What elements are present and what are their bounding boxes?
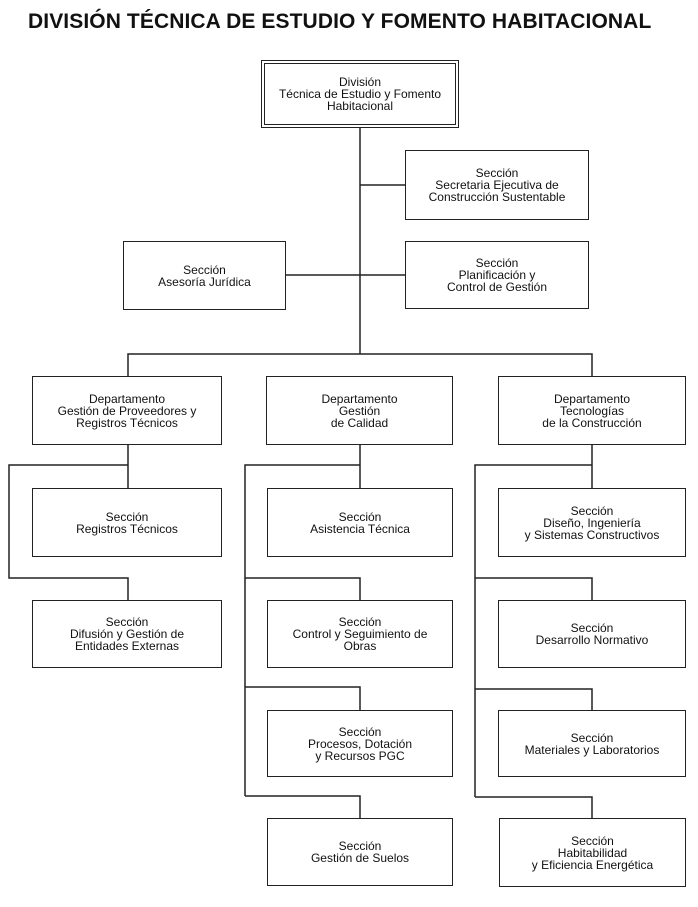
node-line: Planificación y — [458, 268, 536, 282]
node-line: Diseño, Ingeniería — [543, 515, 641, 530]
node-line: Procesos, Dotación — [307, 736, 413, 751]
connector-materiales — [475, 688, 593, 710]
node-dept-proveedores: Departamento Gestión de Proveedores y Re… — [32, 376, 222, 445]
node-line: Técnica de Estudio y Fomento — [278, 87, 442, 101]
node-normativo: Sección Desarrollo Normativo — [498, 600, 686, 668]
node-line: División — [338, 75, 381, 89]
node-line: Sección — [338, 839, 382, 853]
node-line: Departamento — [553, 391, 631, 406]
node-line: Difusión y Gestión de — [69, 627, 185, 641]
node-line: Sección — [105, 615, 149, 629]
node-line: Desarrollo Normativo — [535, 633, 649, 647]
node-habitabilidad: Sección Habitabilidad y Eficiencia Energ… — [499, 818, 686, 887]
node-line: y Recursos PGC — [315, 748, 405, 763]
connector-habitabilidad — [475, 796, 593, 818]
connector-control-obras — [245, 577, 361, 600]
node-line: Obras — [343, 639, 377, 653]
node-line: Materiales y Laboratorios — [524, 742, 660, 757]
node-line: Secretaria Ejecutiva de — [435, 178, 559, 192]
node-line: Control de Gestión — [446, 280, 548, 294]
node-line: Sección — [338, 509, 382, 524]
node-line: de Calidad — [330, 415, 389, 430]
connector-suelos — [245, 795, 361, 818]
chart-title: DIVISIÓN TÉCNICA DE ESTUDIO Y FOMENTO HA… — [28, 10, 652, 33]
node-diseno: Sección Diseño, Ingeniería y Sistemas Co… — [498, 488, 686, 557]
node-suelos: Sección Gestión de Suelos — [267, 818, 453, 886]
connector-procesos — [245, 686, 361, 710]
node-line: Departamento — [321, 391, 398, 406]
node-line: y Eficiencia Energética — [531, 857, 654, 872]
node-difusion: Sección Difusión y Gestión de Entidades … — [32, 600, 222, 668]
node-line: Sección — [183, 262, 226, 277]
node-line: de la Construcción — [542, 415, 642, 430]
node-dept-calidad: Departamento Gestión de Calidad — [266, 376, 453, 445]
node-line: Construcción Sustentable — [428, 190, 566, 204]
node-control-obras: Sección Control y Seguimiento de Obras — [267, 600, 453, 668]
node-line: Sección — [571, 833, 614, 848]
node-procesos: Sección Procesos, Dotación y Recursos PG… — [267, 710, 453, 777]
connector-dept-bus — [127, 353, 593, 376]
node-dept-tecnologias: Departamento Tecnologías de la Construcc… — [498, 376, 686, 445]
node-line: Control y Seguimiento de — [292, 627, 428, 641]
node-line: Sección — [475, 166, 519, 180]
node-line: Sección — [338, 724, 382, 739]
node-registros: Sección Registros Técnicos — [32, 488, 222, 557]
node-planificacion: Sección Planificación y Control de Gesti… — [405, 241, 589, 309]
node-line: Gestión — [338, 403, 381, 418]
node-line: Sección — [475, 256, 519, 270]
node-materiales: Sección Materiales y Laboratorios — [498, 710, 686, 777]
node-line: Sección — [570, 621, 614, 635]
node-line: Tecnologías — [559, 403, 625, 418]
node-line: Asesoría Jurídica — [158, 274, 251, 289]
node-line: Sección — [570, 730, 614, 745]
node-line: Asistencia Técnica — [310, 521, 410, 536]
connector-calidad-branch — [244, 464, 360, 796]
node-line: y Sistemas Constructivos — [524, 527, 660, 542]
node-division: División Técnica de Estudio y Fomento Ha… — [261, 60, 459, 128]
connector-tecnologias-branch — [474, 464, 592, 797]
node-line: Entidades Externas — [74, 639, 180, 653]
connector-normativo — [475, 577, 593, 600]
node-secretaria: Sección Secretaria Ejecutiva de Construc… — [405, 150, 589, 220]
node-line: Registros Técnicos — [76, 521, 178, 536]
node-line: Gestión de Suelos — [310, 851, 410, 865]
node-line: Departamento — [88, 391, 166, 406]
node-asistencia: Sección Asistencia Técnica — [267, 488, 453, 557]
node-line: Gestión de Proveedores y — [57, 403, 197, 418]
node-line: Sección — [338, 615, 382, 629]
node-asesoria: Sección Asesoría Jurídica — [123, 241, 286, 310]
node-line: Registros Técnicos — [76, 415, 178, 430]
node-line: Sección — [105, 509, 149, 524]
node-line: Habitabilidad — [557, 845, 628, 860]
node-line: Sección — [570, 503, 614, 518]
connector-proveedores-branch — [8, 464, 129, 600]
node-line: Habitacional — [326, 99, 394, 113]
